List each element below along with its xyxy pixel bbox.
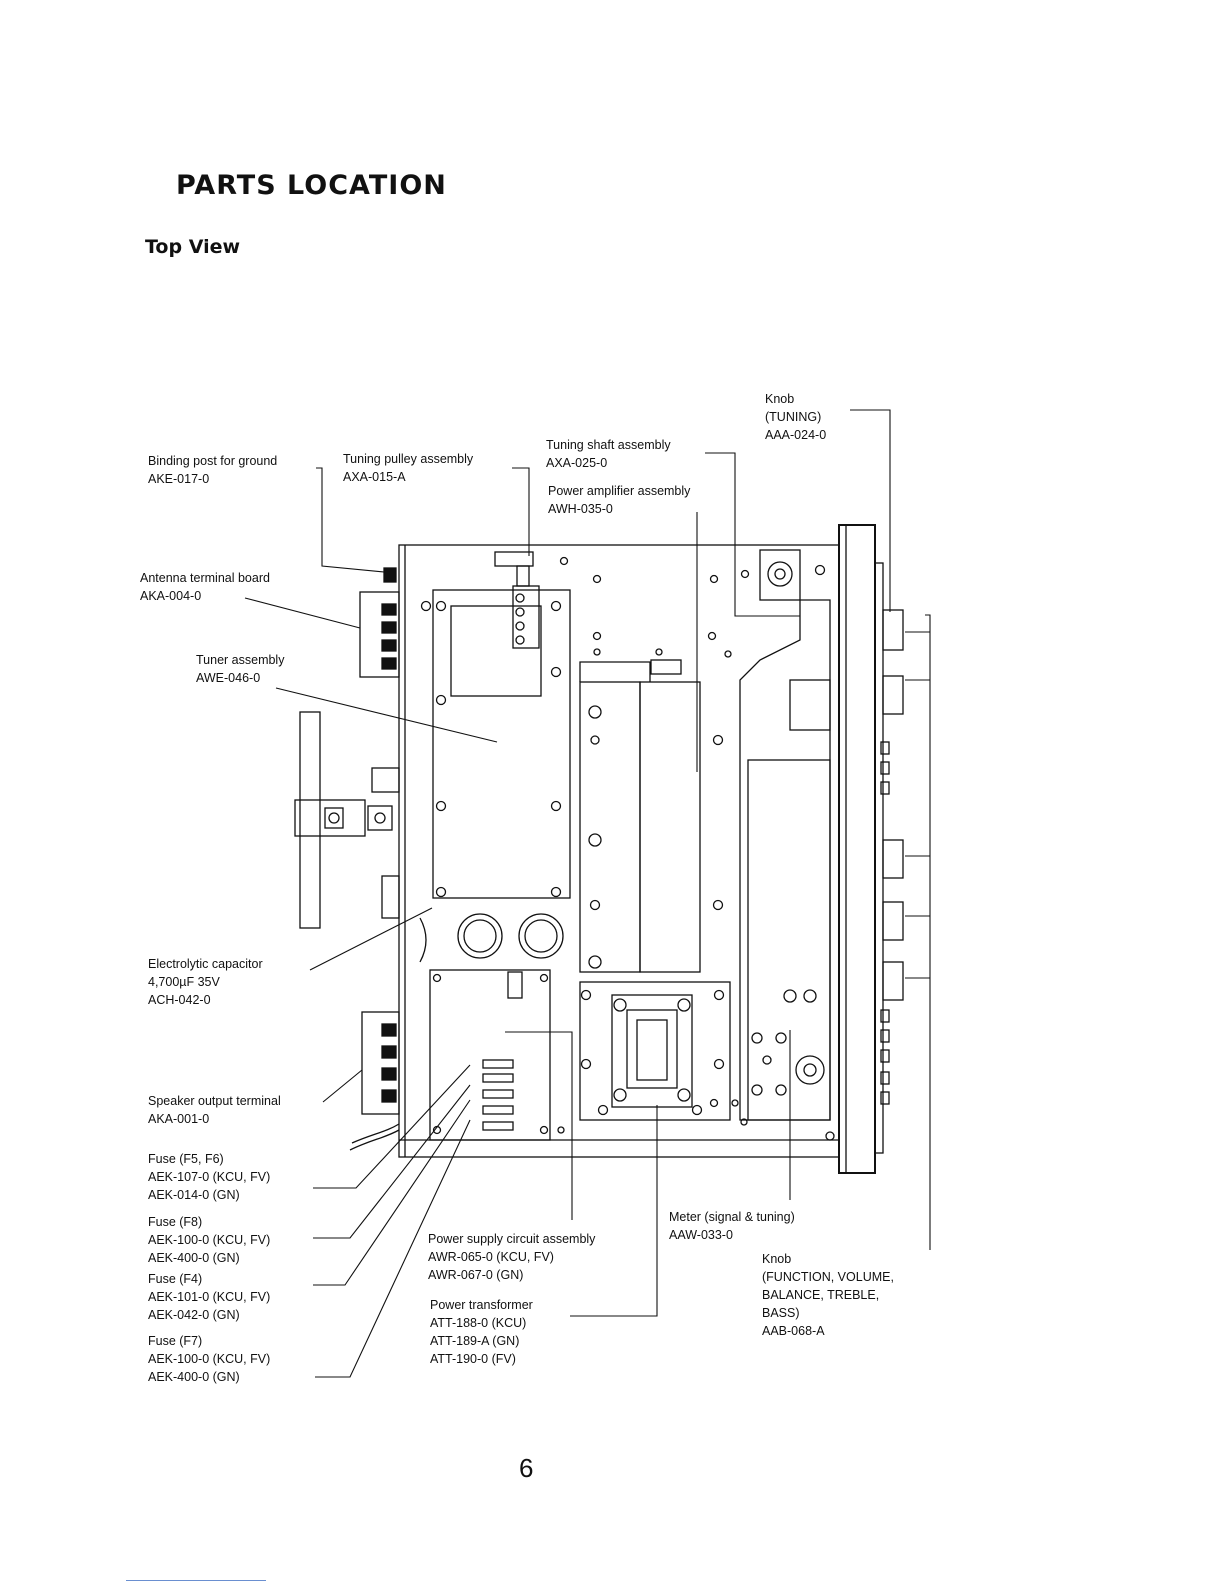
label-antenna-terminal: Antenna terminal board AKA-004-0: [140, 571, 270, 603]
page-title: PARTS LOCATION: [176, 170, 447, 201]
power-supply-board: [429, 969, 551, 1141]
front-knobs: [880, 609, 904, 1105]
leader-lines: [244, 409, 931, 1378]
label-knob-tuning: Knob (TUNING) AAA-024-0: [765, 392, 827, 442]
front-panel: [838, 524, 904, 1174]
speaker-output-terminal: [349, 1011, 400, 1151]
label-binding-post: Binding post for ground AKE-017-0: [148, 454, 278, 486]
power-amp-heatsink: [579, 659, 701, 973]
label-fuse-f7: Fuse (F7) AEK-100-0 (KCU, FV) AEK-400-0 …: [148, 1334, 271, 1384]
label-fuse-f4: Fuse (F4) AEK-101-0 (KCU, FV) AEK-042-0 …: [148, 1272, 271, 1322]
label-power-supply: Power supply circuit assembly AWR-065-0 …: [428, 1232, 596, 1282]
left-bracket: [294, 711, 400, 929]
label-power-transformer: Power transformer ATT-188-0 (KCU) ATT-18…: [430, 1298, 533, 1366]
label-fuse-f5-f6: Fuse (F5, F6) AEK-107-0 (KCU, FV) AEK-01…: [148, 1152, 271, 1202]
label-fuse-f8: Fuse (F8) AEK-100-0 (KCU, FV) AEK-400-0 …: [148, 1215, 271, 1265]
label-tuner-assembly: Tuner assembly AWE-046-0: [196, 653, 285, 685]
label-tuning-shaft: Tuning shaft assembly AXA-025-0: [546, 438, 671, 470]
power-transformer: [579, 981, 731, 1121]
right-board: [739, 549, 831, 1121]
label-speaker-output: Speaker output terminal AKA-001-0: [148, 1094, 281, 1126]
antenna-terminal-board: [359, 567, 400, 678]
label-power-amp: Power amplifier assembly AWH-035-0: [548, 484, 691, 516]
tuner-assembly: [432, 551, 571, 899]
label-knob-function: Knob (FUNCTION, VOLUME, BALANCE, TREBLE,…: [762, 1252, 894, 1338]
page-subtitle: Top View: [145, 236, 241, 258]
fuses: [482, 1059, 514, 1131]
screws-and-holes: [420, 556, 835, 1141]
footer-rule: [126, 1580, 266, 1581]
label-electrolytic-capacitor: Electrolytic capacitor 4,700µF 35V ACH-0…: [148, 957, 263, 1007]
label-meter: Meter (signal & tuning) AAW-033-0: [669, 1210, 795, 1242]
label-tuning-pulley: Tuning pulley assembly AXA-015-A: [343, 452, 474, 484]
chassis-outline: [398, 544, 840, 1158]
electrolytic-capacitors: [419, 913, 564, 963]
page-number: 6: [519, 1453, 534, 1483]
